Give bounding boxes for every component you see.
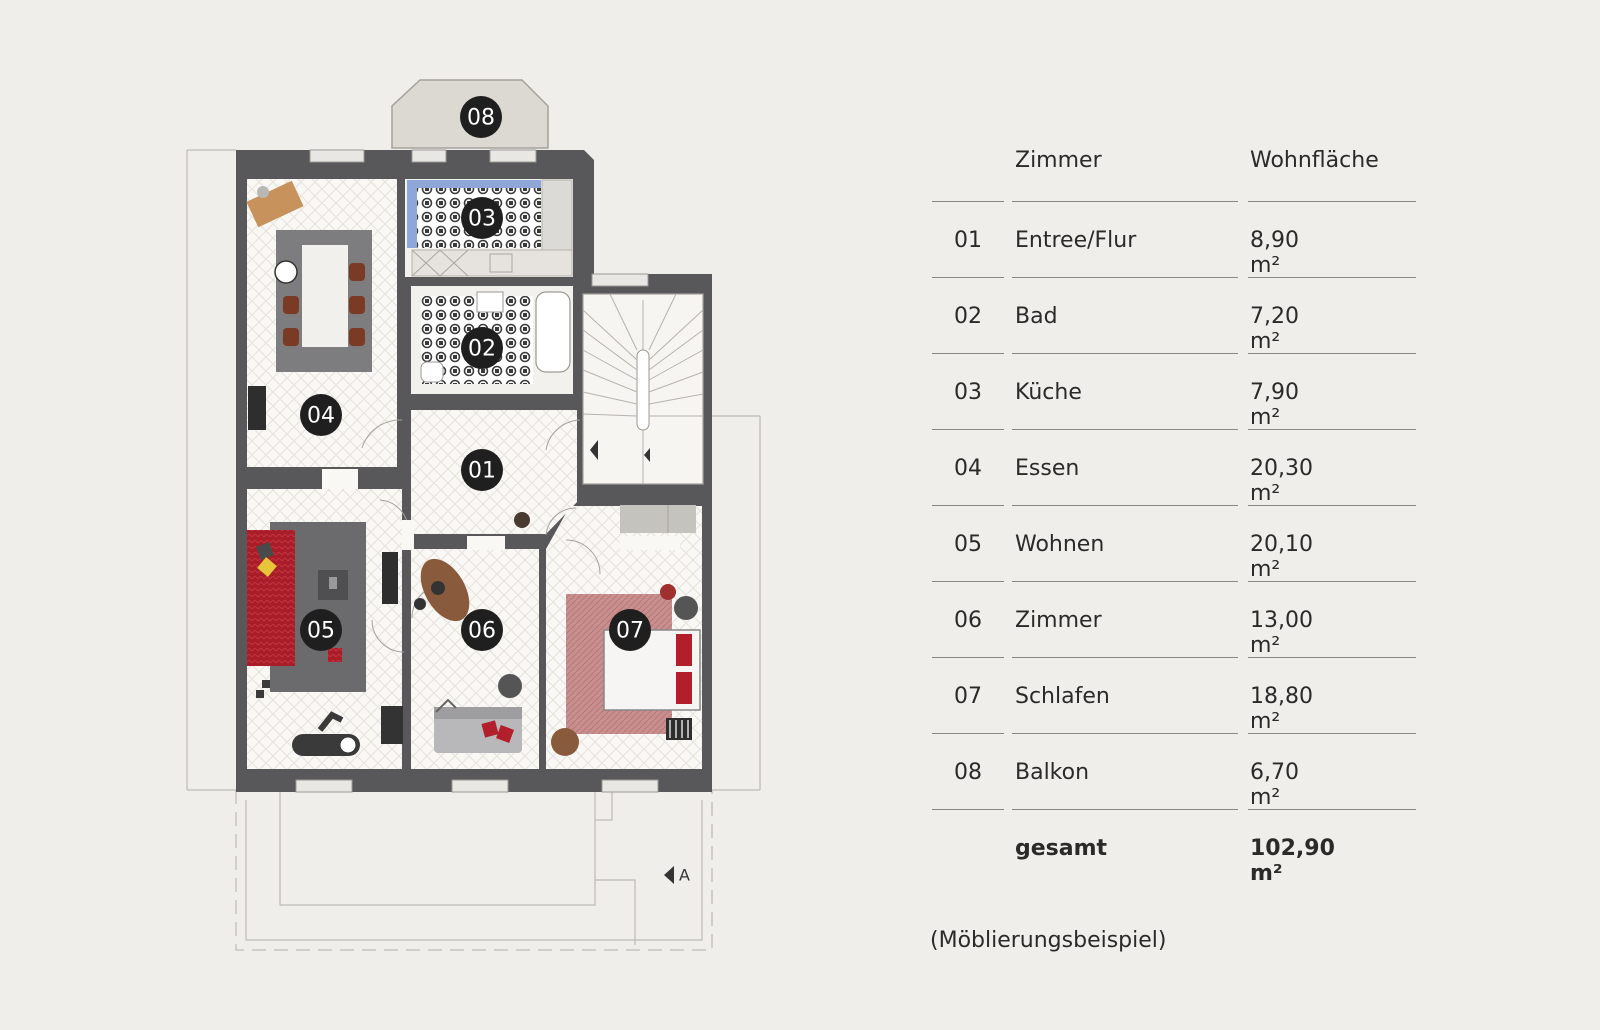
- table-divider: [932, 657, 1004, 659]
- row-room-name: Zimmer: [1015, 608, 1102, 633]
- room-06-furniture: [414, 558, 522, 753]
- table-divider: [1012, 277, 1238, 279]
- floor-plan: A 08 03 02 04 01 05 06 07: [186, 79, 761, 951]
- svg-text:04: 04: [307, 404, 335, 429]
- section-marker: A: [664, 866, 690, 885]
- svg-text:08: 08: [467, 106, 495, 131]
- row-room-name: Essen: [1015, 456, 1080, 481]
- row-number: 04: [954, 456, 982, 481]
- flur-lamp: [514, 512, 530, 528]
- total-label: gesamt: [1015, 836, 1108, 861]
- room-tag-07[interactable]: 07: [609, 609, 651, 651]
- row-area: 13,00 m²: [1250, 608, 1313, 658]
- svg-text:01: 01: [468, 459, 496, 484]
- row-number: 07: [954, 684, 982, 709]
- table-divider: [1012, 353, 1238, 355]
- doors: [322, 419, 680, 653]
- row-number: 03: [954, 380, 982, 405]
- table-divider: [1012, 581, 1238, 583]
- table-divider: [932, 733, 1004, 735]
- room-tag-04[interactable]: 04: [300, 394, 342, 436]
- svg-text:07: 07: [616, 619, 644, 644]
- column-header-room: Zimmer: [1015, 148, 1102, 173]
- table-divider: [932, 429, 1004, 431]
- table-divider: [1248, 809, 1416, 811]
- dining-furniture: [246, 180, 372, 430]
- table-divider: [1248, 201, 1416, 203]
- column-header-area: Wohnfläche: [1250, 148, 1379, 173]
- row-area: 7,90 m²: [1250, 380, 1299, 430]
- row-area: 18,80 m²: [1250, 684, 1313, 734]
- svg-text:02: 02: [468, 337, 496, 362]
- svg-text:A: A: [679, 866, 690, 885]
- table-divider: [1012, 657, 1238, 659]
- table-divider: [932, 353, 1004, 355]
- svg-text:05: 05: [307, 619, 335, 644]
- row-area: 8,90 m²: [1250, 228, 1299, 278]
- total-area: 102,90 m²: [1250, 836, 1335, 886]
- row-area: 20,10 m²: [1250, 532, 1313, 582]
- table-divider: [1012, 809, 1238, 811]
- row-number: 01: [954, 228, 982, 253]
- row-room-name: Entree/Flur: [1015, 228, 1137, 253]
- row-number: 05: [954, 532, 982, 557]
- table-divider: [1248, 733, 1416, 735]
- table-divider: [1248, 581, 1416, 583]
- table-divider: [1248, 657, 1416, 659]
- table-divider: [1012, 505, 1238, 507]
- living-furniture: [247, 522, 403, 756]
- table-divider: [932, 505, 1004, 507]
- room-tag-06[interactable]: 06: [461, 609, 503, 651]
- room-tag-01[interactable]: 01: [461, 449, 503, 491]
- row-room-name: Bad: [1015, 304, 1058, 329]
- row-room-name: Wohnen: [1015, 532, 1105, 557]
- table-divider: [1012, 429, 1238, 431]
- table-divider: [1248, 505, 1416, 507]
- site-outline: [186, 149, 761, 951]
- table-divider: [1012, 201, 1238, 203]
- row-area: 7,20 m²: [1250, 304, 1299, 354]
- table-divider: [1248, 277, 1416, 279]
- room-tag-05[interactable]: 05: [300, 609, 342, 651]
- room-tag-02[interactable]: 02: [461, 327, 503, 369]
- table-divider: [1248, 353, 1416, 355]
- table-divider: [932, 581, 1004, 583]
- svg-text:06: 06: [468, 619, 496, 644]
- svg-text:03: 03: [468, 207, 496, 232]
- room-tag-03[interactable]: 03: [461, 197, 503, 239]
- row-room-name: Balkon: [1015, 760, 1090, 785]
- table-divider: [1248, 429, 1416, 431]
- row-number: 02: [954, 304, 982, 329]
- table-divider: [1012, 733, 1238, 735]
- table-divider: [932, 277, 1004, 279]
- row-room-name: Küche: [1015, 380, 1082, 405]
- row-area: 6,70 m²: [1250, 760, 1299, 810]
- row-area: 20,30 m²: [1250, 456, 1313, 506]
- table-divider: [932, 201, 1004, 203]
- row-room-name: Schlafen: [1015, 684, 1110, 709]
- windows: [295, 149, 659, 793]
- room-tag-08[interactable]: 08: [460, 96, 502, 138]
- row-number: 06: [954, 608, 982, 633]
- row-number: 08: [954, 760, 982, 785]
- furnishing-note: (Möblierungsbeispiel): [930, 928, 1167, 953]
- table-divider: [932, 809, 1004, 811]
